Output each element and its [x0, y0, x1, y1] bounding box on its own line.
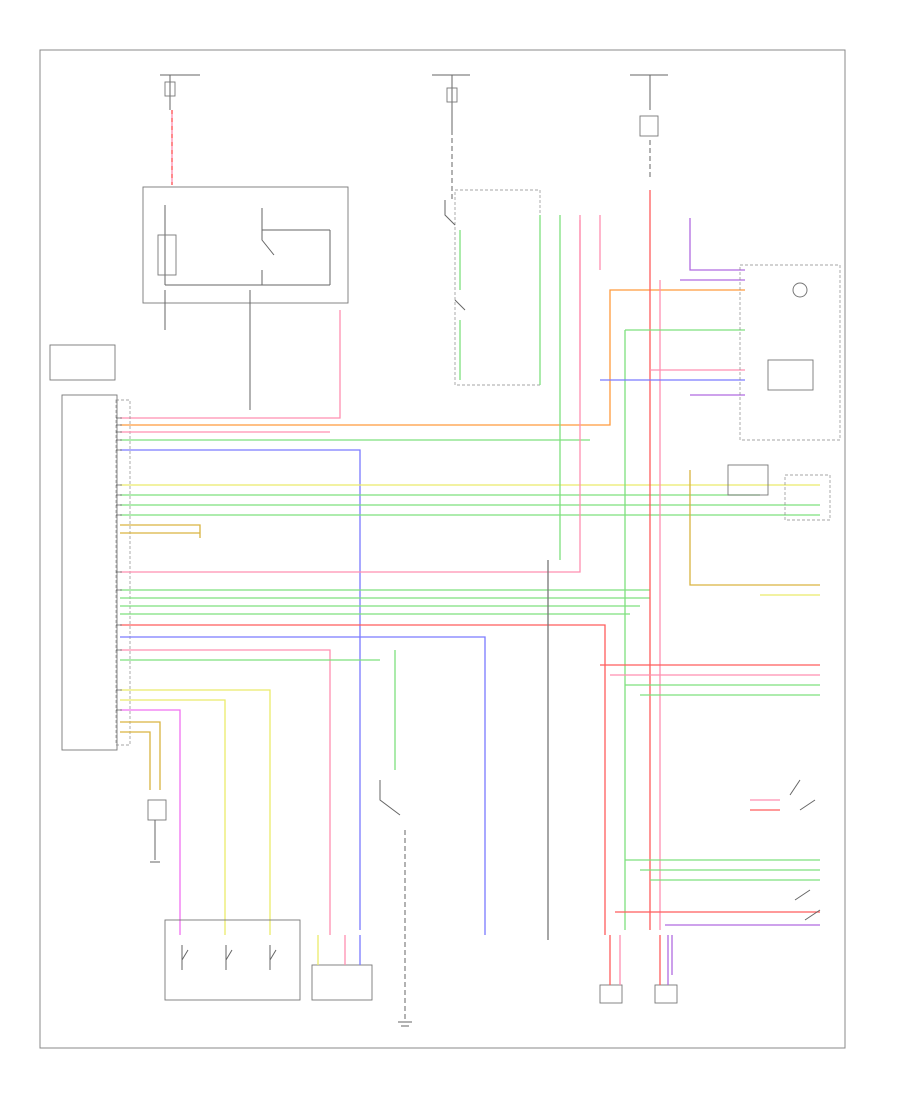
ecm-connector-block [49, 344, 131, 751]
bottom-switch-assembly [164, 919, 301, 1001]
center-switch-column [444, 189, 541, 386]
wire-relay-pink [120, 310, 341, 419]
left-sensor-stack [147, 799, 167, 863]
right-lower-sensors [600, 664, 821, 975]
power-feed-right [630, 74, 668, 180]
connector-ticks [116, 417, 122, 711]
right-modules [689, 264, 841, 596]
bottom-ground-column [379, 650, 412, 1027]
bottom-sensor-connectors [599, 935, 678, 1004]
bottom-module-box [311, 935, 373, 1001]
power-feed-center [432, 74, 470, 200]
horizontal-wire-bus [120, 220, 820, 935]
diagram-frame [39, 49, 846, 1049]
right-vertical-wires [539, 190, 745, 940]
main-relay-box [142, 186, 349, 410]
power-feed-left [160, 74, 200, 185]
